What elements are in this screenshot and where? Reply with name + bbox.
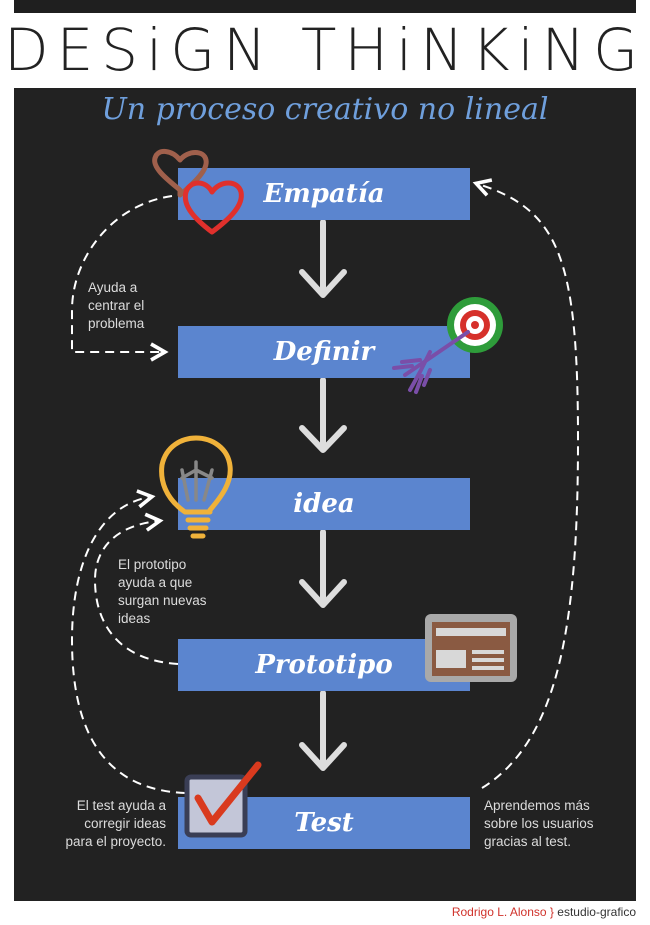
browser-window-icon <box>425 614 517 682</box>
dashed-loop-test-empatia <box>472 178 580 789</box>
subtitle: Un proceso creativo no lineal <box>101 92 549 127</box>
step-prototipo: Prototipo <box>178 639 470 691</box>
down-arrow-1 <box>299 219 347 298</box>
heart-icon <box>152 149 244 235</box>
down-arrow-2 <box>299 377 347 453</box>
dashed-loop-test-idea <box>70 489 186 794</box>
step-empatia: Empatía <box>178 168 470 220</box>
lightbulb-icon <box>159 435 233 539</box>
page-title: DESiGN THiNKiNG <box>3 16 647 84</box>
down-arrow-4 <box>299 690 347 771</box>
note-test-left: El test ayuda a corregir ideas para el p… <box>65 798 166 849</box>
credit-separator: } <box>549 905 554 919</box>
note-problem: Ayuda a centrar el problema <box>88 280 145 331</box>
down-arrow-3 <box>299 529 347 608</box>
note-test-right: Aprendemos más sobre los usuarios gracia… <box>484 798 594 849</box>
target-icon <box>392 297 503 394</box>
credit-author: Rodrigo L. Alonso <box>451 905 547 919</box>
credit: Rodrigo L. Alonso } estudio-grafico <box>452 905 636 919</box>
dashed-loop-empatia-definir <box>71 195 173 362</box>
top-bar <box>14 0 636 13</box>
checkbox-icon <box>184 761 262 838</box>
credit-studio: estudio-grafico <box>557 905 636 919</box>
note-prototype: El prototipo ayuda a que surgan nuevas i… <box>118 557 207 626</box>
dashed-loop-prototipo-idea <box>93 512 179 665</box>
